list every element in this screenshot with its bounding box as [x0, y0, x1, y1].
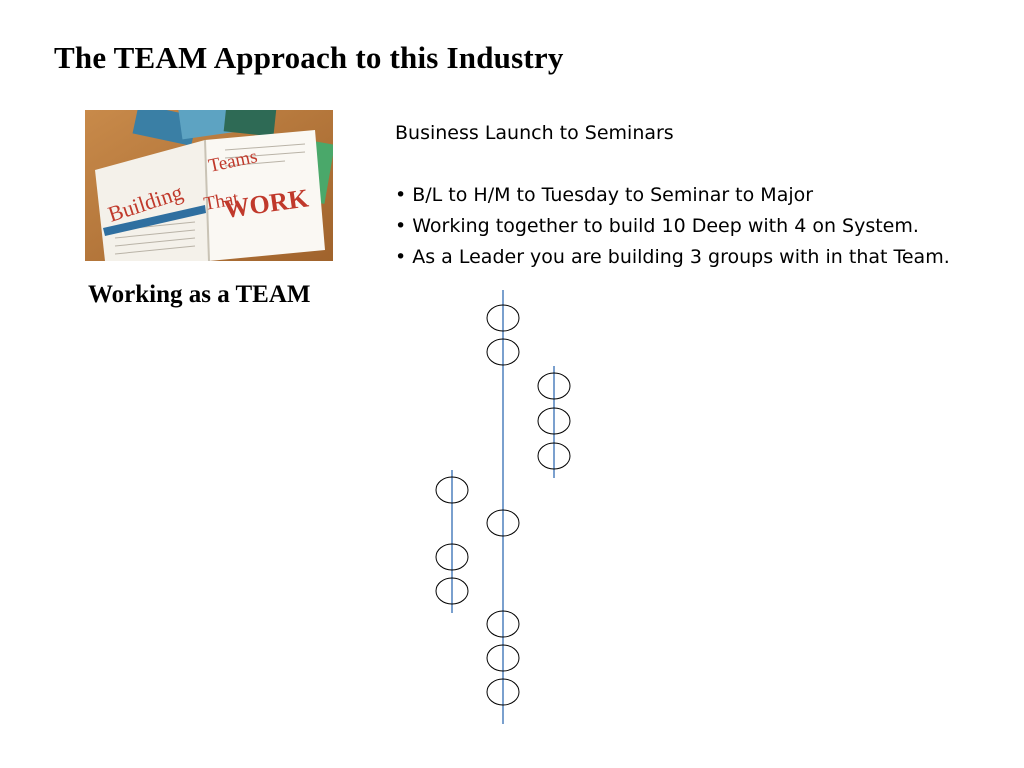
member-circle [486, 509, 520, 537]
member-circle [486, 338, 520, 366]
member-circle [537, 442, 571, 470]
spacer [395, 149, 950, 180]
member-circle [435, 476, 469, 504]
slide-title: The TEAM Approach to this Industry [54, 40, 564, 75]
member-circle [435, 543, 469, 571]
member-circle [486, 678, 520, 706]
content-heading: Business Launch to Seminars [395, 122, 674, 144]
member-circle [537, 407, 571, 435]
member-circle [486, 610, 520, 638]
bullet-item: B/L to H/M to Tuesday to Seminar to Majo… [395, 180, 950, 211]
member-circle [435, 577, 469, 605]
member-circle [486, 304, 520, 332]
bullet-item: Working together to build 10 Deep with 4… [395, 211, 950, 242]
photo-caption: Working as a TEAM [88, 281, 311, 308]
content-block: Business Launch to Seminars B/L to H/M t… [395, 118, 950, 273]
member-circle [537, 372, 571, 400]
building-teams-photo: Building Teams That WORK [85, 110, 333, 261]
member-circle [486, 644, 520, 672]
bullet-item: As a Leader you are building 3 groups wi… [395, 242, 950, 273]
